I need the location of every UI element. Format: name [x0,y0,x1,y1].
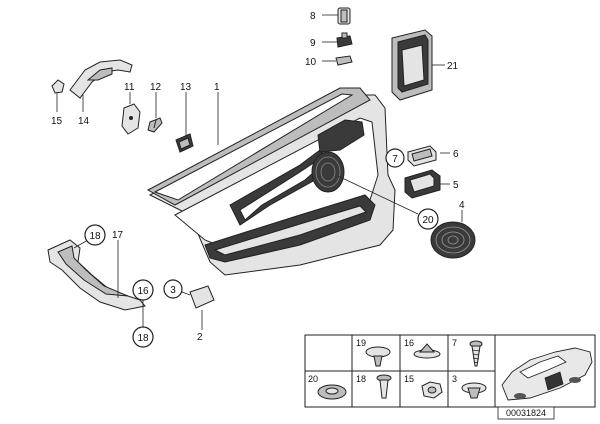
fastener-15-nut-icon [421,381,443,399]
callout-12: 12 [150,82,162,93]
legend-cell-3: 3 [452,374,457,384]
clip-8-part [337,7,351,25]
legend-cell-20: 20 [308,374,318,384]
callout-7: 7 [392,154,398,165]
legend-cell-15: 15 [404,374,414,384]
callout-6: 6 [453,149,459,160]
callout-4: 4 [459,200,465,211]
callout-10: 10 [305,57,317,68]
callout-17: 17 [112,230,124,241]
door-trim-panel [146,87,396,276]
legend-cell-18: 18 [356,374,366,384]
callout-3: 3 [170,285,176,296]
callout-14: 14 [78,116,90,127]
trim-cover-21-part [391,29,433,101]
clip-10-part [335,55,353,66]
fastener-19-icon [365,346,391,367]
callout-ring-3 [163,279,183,299]
diagram-id: 00031824 [506,408,546,418]
fastener-18-rivet-icon [376,374,392,399]
diagram-id-box [497,406,555,420]
callout-16a: 16 [137,286,149,297]
callout-ring-18a [84,224,106,246]
callout-11: 11 [124,82,135,93]
callout-ring-7 [385,148,405,168]
fastener-legend-table: 19 16 7 20 18 15 3 [304,334,596,408]
callout-ring-18b [132,326,154,348]
fastener-16-icon [413,343,441,359]
legend-cell-19: 19 [356,338,366,348]
callout-18b: 18 [137,333,149,344]
hinge-11-part [121,103,141,135]
car-location-icon [501,347,593,401]
pin-12-part [147,117,163,133]
legend-cell-16: 16 [404,338,414,348]
cap-2-part [189,285,215,309]
callout-2: 2 [197,332,203,343]
callout-20: 20 [422,215,434,226]
callout-9: 9 [310,38,316,49]
callout-13: 13 [180,82,192,93]
insulation-strip-part [47,239,146,311]
fastener-7-screw-icon [469,340,483,367]
legend-cell-7: 7 [452,338,457,348]
cable-clip-15-part [51,79,65,94]
clip-9-part [336,32,353,48]
callout-ring-16a [132,279,154,301]
callout-1: 1 [214,82,220,93]
callout-ring-20 [417,208,439,230]
switch-cover-part [407,145,437,167]
switch-housing-part [404,169,441,199]
hinge-bracket-part [69,59,133,99]
leader-lines [56,14,463,330]
bracket-13-part [175,133,194,153]
callout-8: 8 [310,11,316,22]
speaker-grille-part [430,221,476,259]
callout-18a: 18 [89,231,101,242]
callout-15: 15 [51,116,63,127]
callout-5: 5 [453,180,459,191]
callout-21: 21 [447,61,459,72]
fastener-20-washer-icon [317,384,347,400]
fastener-3-clip-icon [461,382,487,399]
